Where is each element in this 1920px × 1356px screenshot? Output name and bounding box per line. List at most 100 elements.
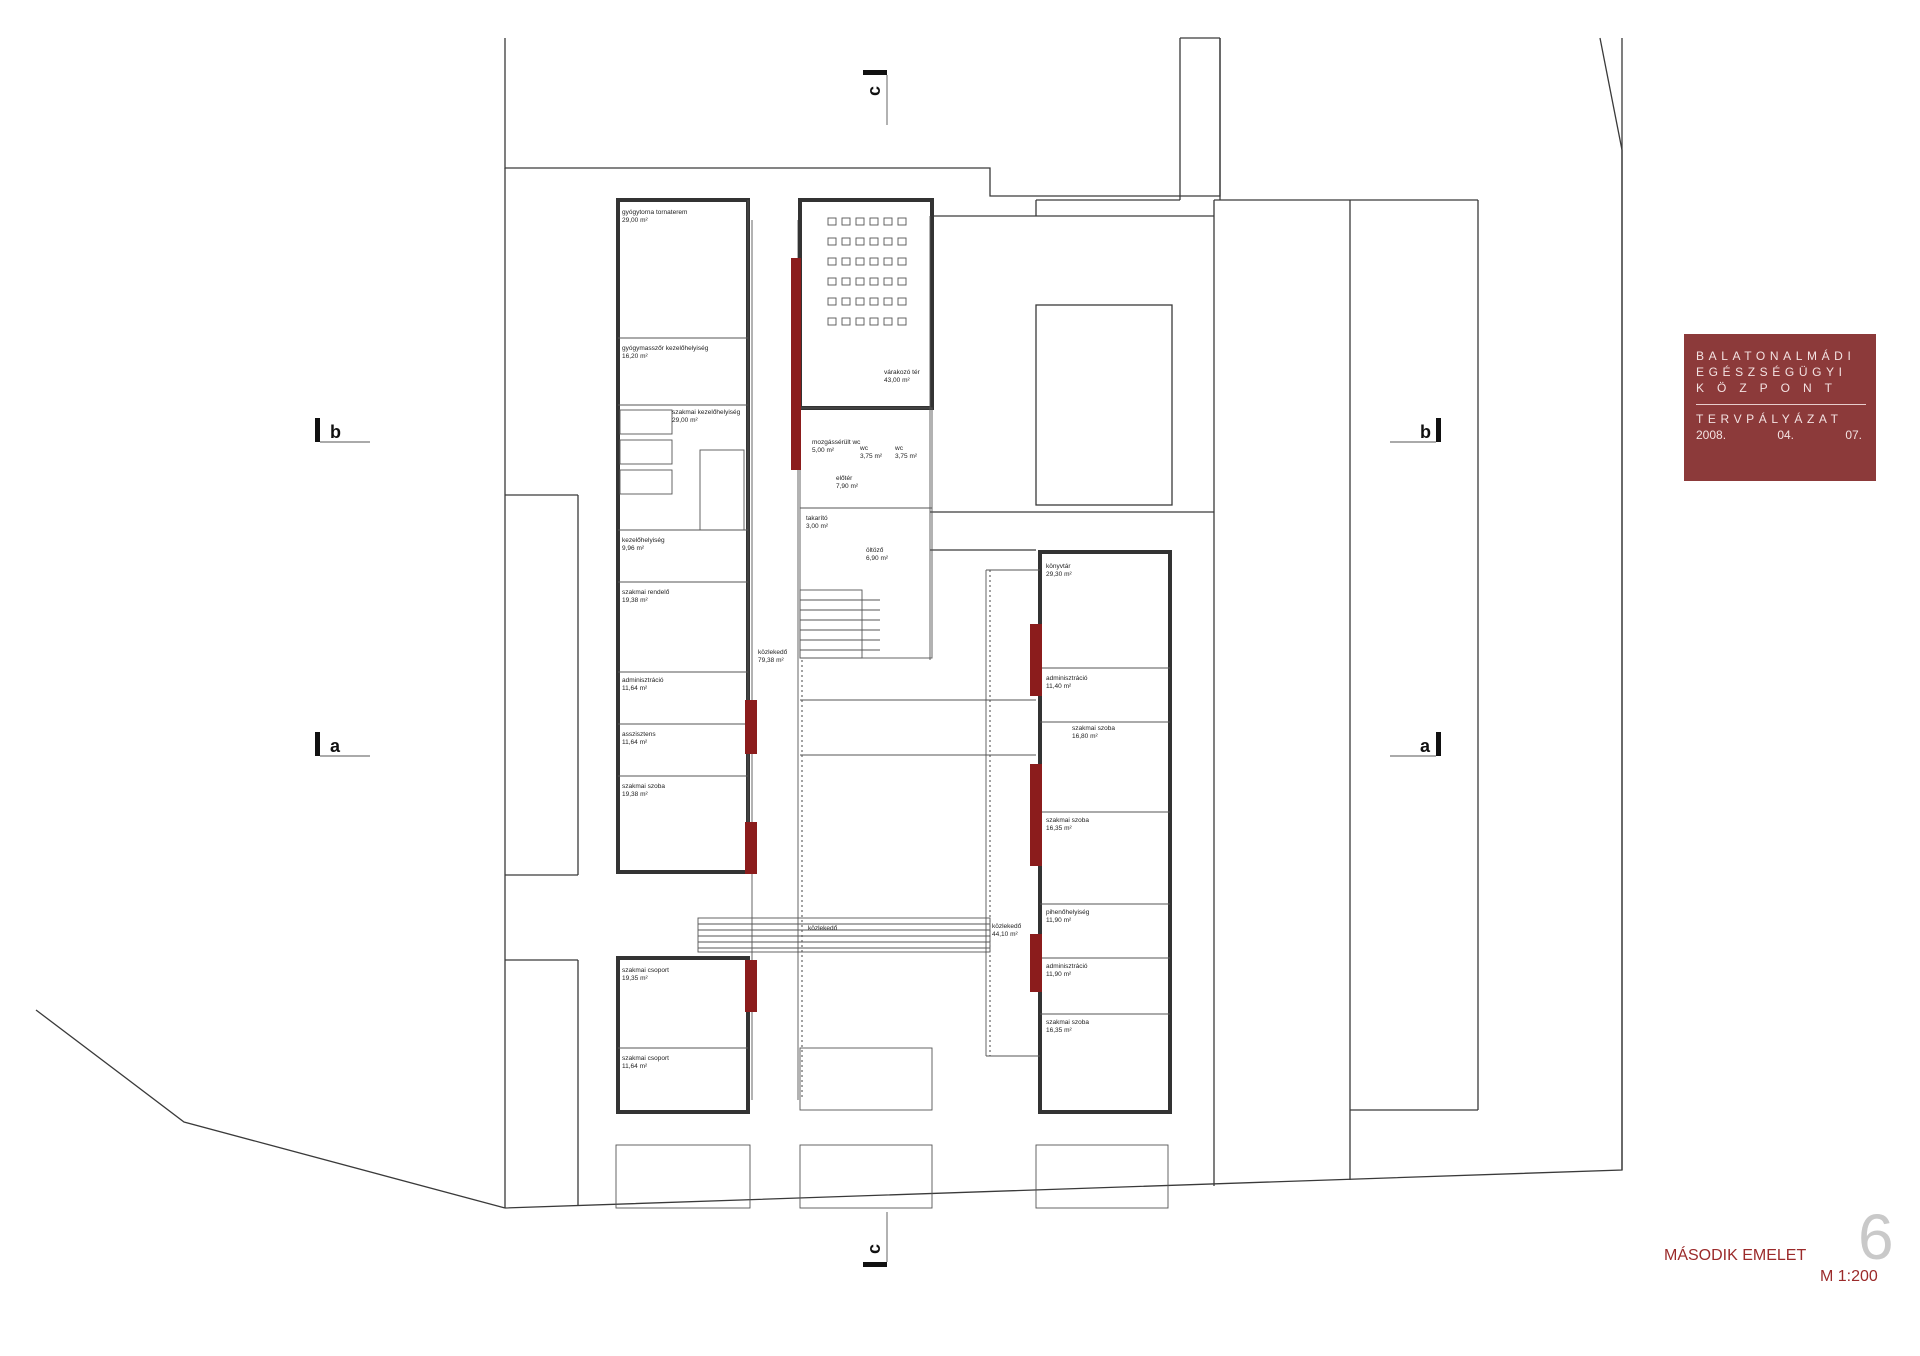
seat	[869, 277, 879, 286]
date-day: 07.	[1845, 428, 1862, 442]
room-name: asszisztens	[622, 731, 656, 738]
accent-panels	[745, 258, 1042, 1012]
seat	[827, 297, 837, 306]
room-name: adminisztráció	[1046, 963, 1088, 970]
room-area: 11,64 m²	[622, 685, 648, 692]
seat	[827, 277, 837, 286]
seat	[827, 217, 837, 226]
room-area: 29,30 m²	[1046, 571, 1072, 578]
date-year: 2008.	[1696, 428, 1727, 442]
room-name: adminisztráció	[622, 677, 664, 684]
room-name: mozgássérült wc	[812, 439, 861, 446]
room-area: 16,35 m²	[1046, 825, 1072, 832]
section-marker-c-top: c	[863, 70, 888, 125]
room-name: gyógymasszőr kezelőhelyiség	[622, 345, 709, 352]
room-area: 29,00 m²	[672, 417, 698, 424]
seat	[883, 237, 893, 246]
section-marker-a-left: a	[315, 732, 370, 757]
seat	[883, 217, 893, 226]
room-area: 7,90 m²	[836, 483, 859, 490]
room-area: 19,38 m²	[622, 791, 648, 798]
sheet-number: 6	[1858, 1201, 1894, 1273]
room-area: 11,90 m²	[1046, 971, 1072, 978]
title-line-4: TERVPÁLYÁZAT	[1696, 412, 1843, 426]
seat	[841, 317, 851, 326]
room-name: adminisztráció	[1046, 675, 1088, 682]
room-name: várakozó tér	[884, 369, 921, 376]
room-area: 11,64 m²	[622, 739, 648, 746]
section-marker-b-left: b	[315, 418, 370, 443]
room-name: takarító	[806, 515, 828, 522]
accent-panel	[745, 822, 757, 874]
room-area: 11,90 m²	[1046, 917, 1072, 924]
seat	[897, 297, 907, 306]
seat	[869, 257, 879, 266]
room-name: gyógytorna tornaterem	[622, 209, 687, 216]
connecting-bridge	[697, 917, 991, 953]
accent-panel	[745, 700, 757, 754]
room-name: pihenőhelyiség	[1046, 909, 1090, 916]
room-name: könyvtár	[1046, 563, 1071, 570]
seat	[841, 237, 851, 246]
room-area: 16,35 m²	[1046, 1027, 1072, 1034]
section-letter: b	[330, 422, 341, 442]
section-marker-b-right: b	[1390, 418, 1441, 443]
room-area: 43,00 m²	[884, 377, 910, 384]
section-letter: b	[1420, 422, 1431, 442]
accent-panel	[791, 258, 801, 378]
title-divider	[1696, 404, 1866, 405]
room-name: előtér	[836, 475, 853, 482]
seat	[855, 217, 865, 226]
accent-panel	[791, 378, 801, 470]
seat	[855, 317, 865, 326]
seat	[855, 237, 865, 246]
room-area: 3,75 m²	[895, 453, 918, 460]
date-row: 2008. 04. 07.	[1696, 427, 1866, 443]
west-wing	[616, 198, 750, 1114]
seat	[883, 257, 893, 266]
date-month: 04.	[1777, 428, 1795, 442]
room-area: 19,35 m²	[622, 975, 648, 982]
title-line-3: KÖZPONT	[1696, 381, 1846, 395]
room-area: 19,38 m²	[622, 597, 648, 604]
seat	[827, 257, 837, 266]
room-name: wc	[894, 445, 904, 452]
section-marker-c-bottom: c	[863, 1212, 888, 1267]
seat	[897, 257, 907, 266]
room-name: szakmai szoba	[622, 783, 665, 790]
room-name: szakmai kezelőhelyiség	[672, 409, 741, 416]
room-area: 16,20 m²	[622, 353, 648, 360]
seat	[883, 297, 893, 306]
scale-label: M 1:200	[1820, 1268, 1878, 1285]
accent-panel	[1030, 624, 1042, 696]
room-area: 29,00 m²	[622, 217, 648, 224]
room-name: szakmai szoba	[1046, 1019, 1089, 1026]
section-letter: a	[1420, 736, 1431, 756]
seat	[841, 277, 851, 286]
site-outline	[35, 37, 1623, 1209]
section-letter: c	[864, 1244, 884, 1254]
seat	[855, 257, 865, 266]
seat	[897, 277, 907, 286]
room-area: 3,00 m²	[806, 523, 829, 530]
seat	[897, 317, 907, 326]
room-name: szakmai csoport	[622, 1055, 669, 1062]
room-area: 79,38 m²	[758, 657, 784, 664]
title-line-1: BALATONALMÁDI	[1696, 349, 1856, 363]
floor-label: MÁSODIK EMELET	[1664, 1247, 1807, 1264]
seat	[827, 317, 837, 326]
title-line-2: EGÉSZSÉGÜGYI	[1696, 365, 1847, 379]
room-area: 44,10 m²	[992, 931, 1018, 938]
room-area: 11,64 m²	[622, 1063, 648, 1070]
room-name: szakmai szoba	[1072, 725, 1115, 732]
accent-panel	[1030, 934, 1042, 992]
section-marker-a-right: a	[1390, 732, 1441, 757]
room-name: szakmai csoport	[622, 967, 669, 974]
room-name: közlekedő	[758, 649, 788, 656]
accent-panel	[1030, 764, 1042, 866]
room-name: kezelőhelyiség	[622, 537, 665, 544]
section-letter: c	[864, 86, 884, 96]
seat	[827, 237, 837, 246]
east-wing	[985, 550, 1172, 1114]
